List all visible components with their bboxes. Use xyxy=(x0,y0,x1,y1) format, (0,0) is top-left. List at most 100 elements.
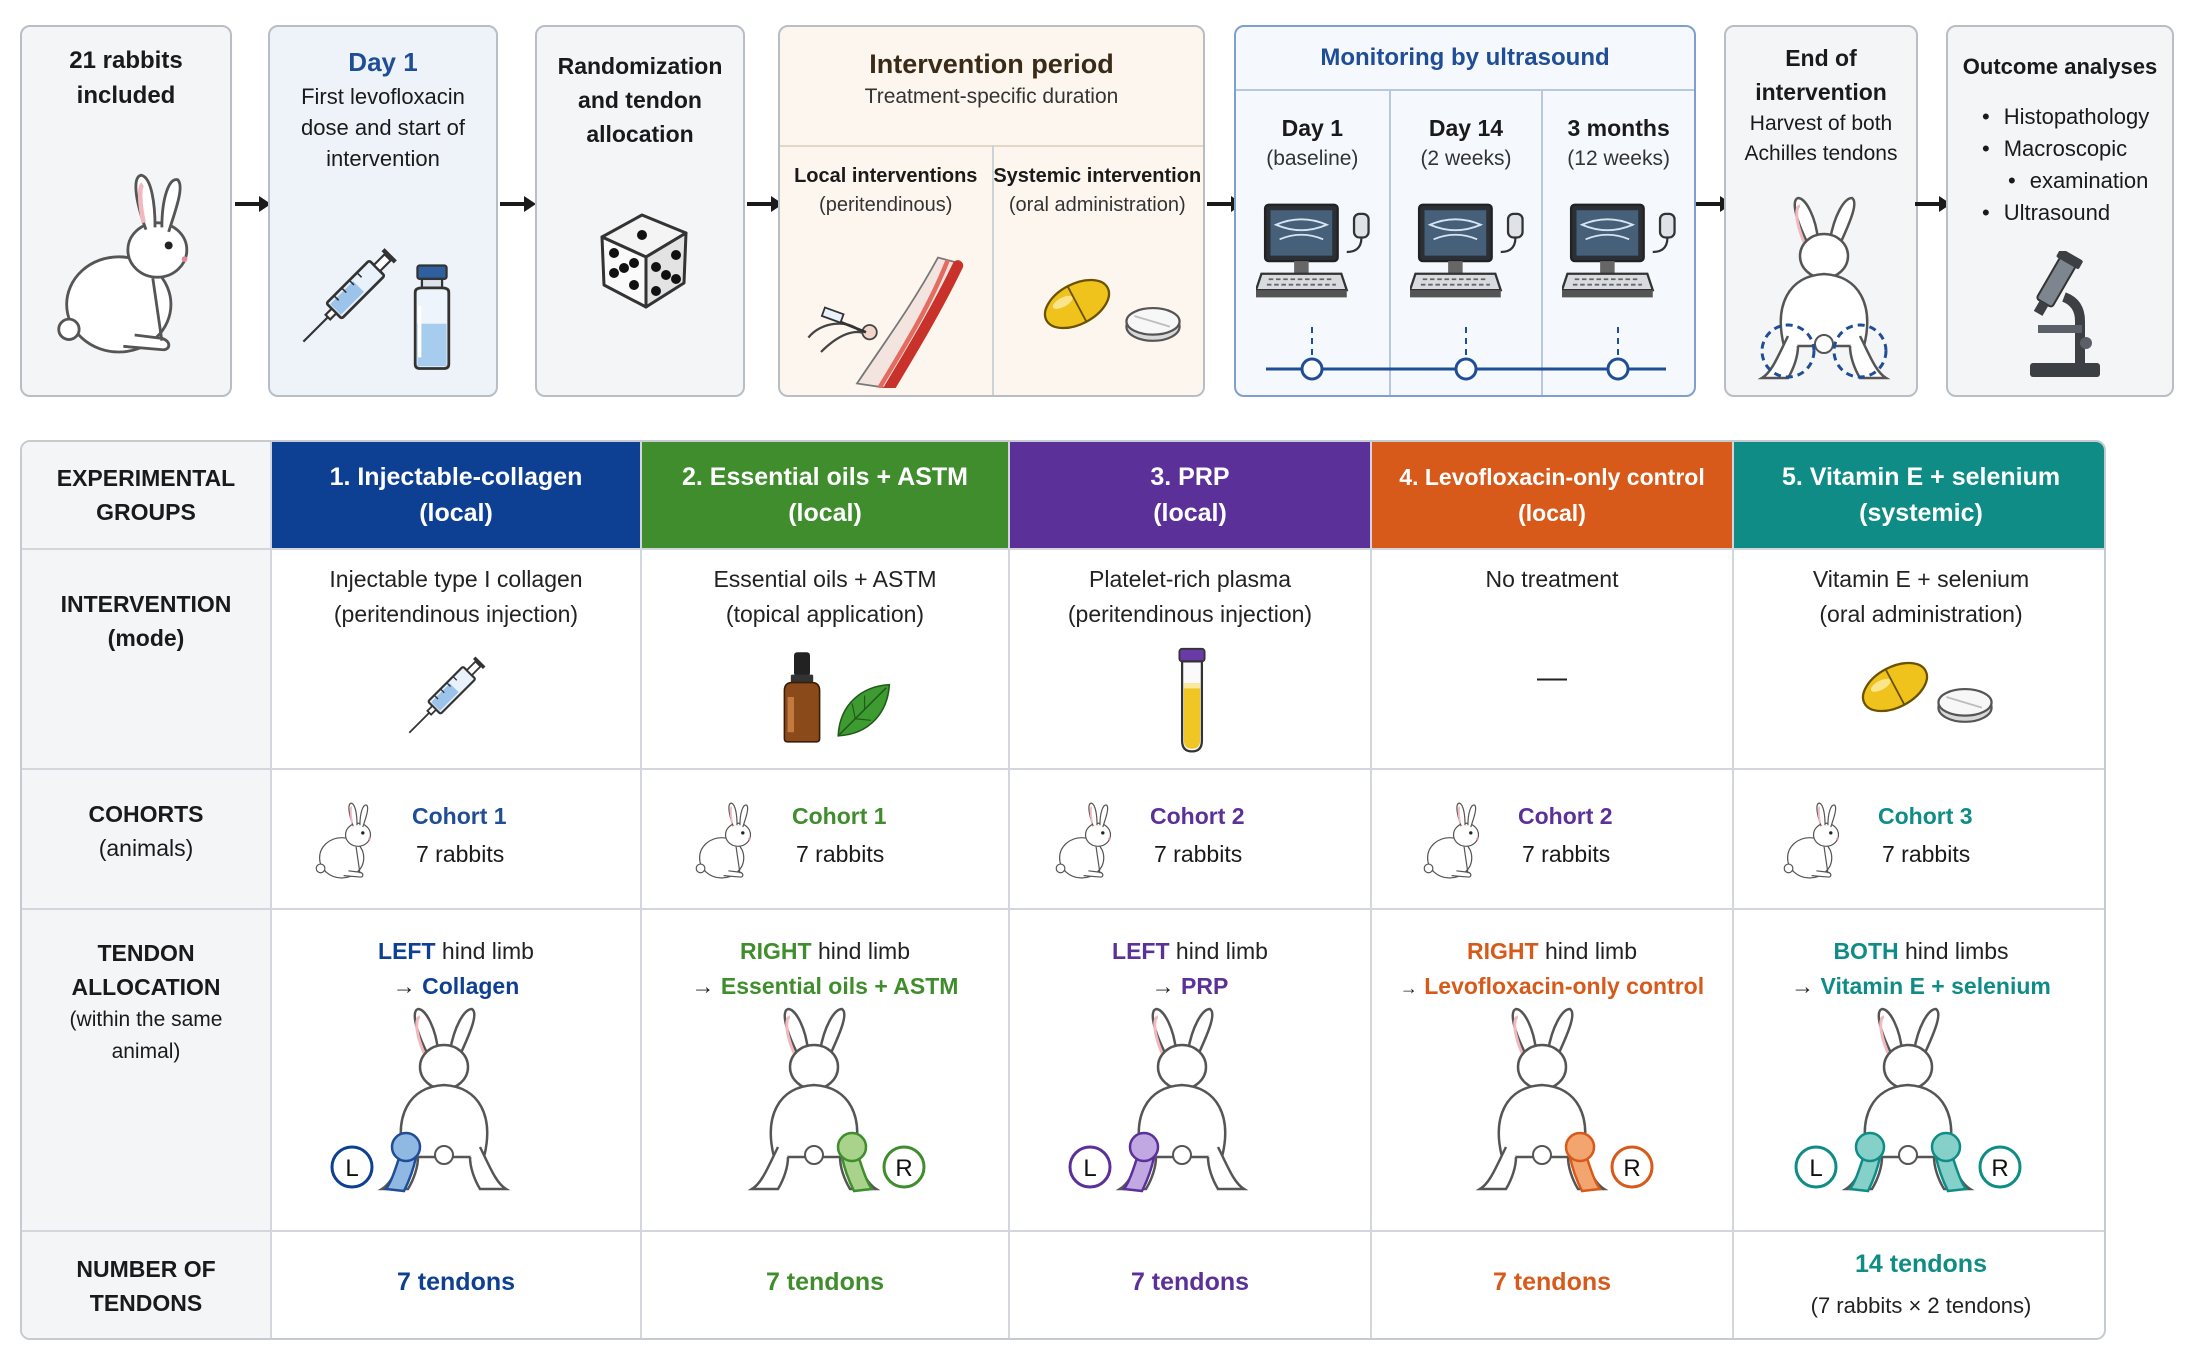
tendon-count: 7 tendons xyxy=(396,1268,516,1296)
allocation-cell: LEFT hind limb → Collagen xyxy=(378,938,534,999)
group-header-1: 1. Injectable-collagen(local) xyxy=(272,442,640,548)
monitoring-point-sub: (2 weeks) xyxy=(1420,147,1512,170)
row-label-cohorts: COHORTS (animals) xyxy=(88,801,204,861)
row-label-groups: EXPERIMENTAL GROUPS xyxy=(56,465,236,525)
group-header-5: 5. Vitamin E + selenium(systemic) xyxy=(1734,442,2104,548)
experimental-groups-table: EXPERIMENTAL GROUPS INTERVENTION (mode) … xyxy=(20,440,2106,1340)
group-column-1: 1. Injectable-collagen(local) Injectable… xyxy=(270,442,640,1338)
outcome-item-cont: examination xyxy=(1982,165,2149,197)
intervention-cell: Essential oils + ASTM(topical applicatio… xyxy=(713,566,937,627)
outcome-list: Histopathology Macroscopic examination U… xyxy=(1982,101,2150,229)
rabbit-rear-icon: L xyxy=(330,1007,508,1193)
microscope-icon xyxy=(2014,251,2114,381)
group-column-2: 2. Essential oils + ASTM(local) Essentia… xyxy=(640,442,1008,1338)
randomization-line3: allocation xyxy=(586,121,694,147)
allocation-cell: BOTH hind limbs → Vitamin E + selenium xyxy=(1791,938,2051,999)
cohort-cell: Cohort 3 7 rabbits xyxy=(1878,803,1973,867)
rabbit-icon xyxy=(44,167,214,367)
marker-right: R xyxy=(895,1155,912,1182)
end-intervention-line3: Harvest of both xyxy=(1749,112,1893,135)
tendon-count: 7 tendons xyxy=(1492,1268,1612,1296)
allocation-cell: LEFT hind limb → PRP xyxy=(1112,938,1268,999)
row-separator xyxy=(22,908,2104,910)
systemic-intervention-sub: (oral administration) xyxy=(1008,194,1186,216)
intervention-cell: Platelet-rich plasma(peritendinous injec… xyxy=(1067,566,1313,627)
row-separator xyxy=(22,548,2104,550)
intervention-cell: No treatment xyxy=(1485,566,1619,592)
step-end-intervention: End of intervention Harvest of both Achi… xyxy=(1724,25,1918,397)
ultrasound-machine-icon xyxy=(1256,197,1374,307)
leaf-icon xyxy=(832,680,894,742)
step-rabbits-included: 21 rabbits included xyxy=(20,25,232,397)
group-column-4: 4. Levofloxacin-only control(local) No t… xyxy=(1370,442,1732,1338)
intervention-cell: Injectable type I collagen(peritendinous… xyxy=(329,566,583,627)
day1-title: Day 1 xyxy=(348,47,418,77)
tendon-count-sub: (7 rabbits × 2 tendons) xyxy=(1810,1293,2032,1318)
marker-left: L xyxy=(1083,1155,1096,1182)
monitoring-point-day1: Day 1 (baseline) xyxy=(1236,91,1389,395)
monitoring-point-label: Day 14 xyxy=(1428,115,1504,141)
row-label-column: EXPERIMENTAL GROUPS INTERVENTION (mode) … xyxy=(22,442,270,1338)
tendon-count: 7 tendons xyxy=(765,1268,885,1296)
outcome-item: Ultrasound xyxy=(1982,197,2149,229)
group-header-4: 4. Levofloxacin-only control(local) xyxy=(1372,442,1732,548)
rabbits-included-line2: included xyxy=(76,82,176,109)
outcome-item: Histopathology xyxy=(1982,101,2150,133)
monitoring-point-label: Day 1 xyxy=(1281,115,1343,141)
monitoring-point-sub: (12 weeks) xyxy=(1567,147,1670,170)
monitoring-point-sub: (baseline) xyxy=(1266,147,1359,170)
allocation-cell: RIGHT hind limb → Essential oils + ASTM xyxy=(691,938,959,999)
randomization-line1: Randomization xyxy=(557,53,723,79)
systemic-intervention: Systemic intervention (oral administrati… xyxy=(992,145,1204,395)
local-interventions-title: Local interventions xyxy=(794,165,978,187)
tendon-injection-icon xyxy=(794,253,974,388)
row-label-allocation: TENDON ALLOCATION (within the same anima… xyxy=(69,940,223,1063)
day1-line1: First levofloxacin xyxy=(301,84,465,109)
tablet-icon xyxy=(1122,301,1184,347)
flow-arrow xyxy=(235,196,271,212)
systemic-intervention-title: Systemic intervention xyxy=(993,165,1202,187)
row-separator xyxy=(22,1230,2104,1232)
oil-bottle-icon xyxy=(778,642,826,752)
step-intervention-period: Intervention period Treatment-specific d… xyxy=(778,25,1205,397)
vial-icon xyxy=(404,261,460,373)
end-intervention-line4: Achilles tendons xyxy=(1744,142,1898,165)
row-label-tendons: NUMBER OF TENDONS xyxy=(76,1256,216,1316)
rabbit-rear-icon: R xyxy=(750,1007,926,1193)
rabbit-small-icon xyxy=(1050,797,1122,887)
group-header-3: 3. PRP(local) xyxy=(1010,442,1370,548)
rabbits-included-line1: 21 rabbits xyxy=(69,47,183,74)
local-interventions-sub: (peritendinous) xyxy=(819,194,953,216)
step-day1: Day 1 First levofloxacin dose and start … xyxy=(268,25,498,397)
ultrasound-machine-icon xyxy=(1562,197,1680,307)
rabbit-rear-icon: L xyxy=(1068,1007,1246,1193)
rabbit-rear-icon xyxy=(1760,193,1888,389)
no-treatment-dash: — xyxy=(1537,661,1567,694)
cohort-cell: Cohort 2 7 rabbits xyxy=(1150,803,1245,867)
rabbit-rear-icon: R xyxy=(1478,1007,1654,1193)
pill-icon xyxy=(1854,654,1936,720)
intervention-cell: Vitamin E + selenium(oral administration… xyxy=(1812,566,2030,627)
outcome-item: Macroscopic xyxy=(1982,133,2149,165)
end-intervention-line1: End of xyxy=(1785,45,1857,71)
syringe-icon xyxy=(292,223,422,353)
monitoring-title: Monitoring by ultrasound xyxy=(1236,27,1694,91)
group-column-5: 5. Vitamin E + selenium(systemic) Vitami… xyxy=(1732,442,2104,1338)
ultrasound-machine-icon xyxy=(1410,197,1528,307)
monitoring-point-label: 3 months xyxy=(1567,115,1670,141)
tendon-count: 7 tendons xyxy=(1130,1268,1250,1296)
intervention-divider xyxy=(991,145,994,395)
day1-line3: intervention xyxy=(326,146,440,171)
syringe-icon xyxy=(400,636,506,742)
day1-line2: dose and start of xyxy=(301,115,465,140)
randomization-line2: and tendon xyxy=(578,87,702,113)
group-header-2: 2. Essential oils + ASTM(local) xyxy=(642,442,1008,548)
pill-icon xyxy=(1036,271,1118,337)
tablet-icon xyxy=(1934,682,1996,728)
monitoring-point-3months: 3 months (12 weeks) xyxy=(1541,91,1694,395)
flow-arrow xyxy=(500,196,536,212)
marker-right: R xyxy=(1623,1155,1640,1182)
group-column-3: 3. PRP(local) Platelet-rich plasma(perit… xyxy=(1008,442,1370,1338)
tendon-count: 14 tendons xyxy=(1855,1250,1987,1278)
rabbit-rear-icon: L R xyxy=(1794,1007,2022,1193)
